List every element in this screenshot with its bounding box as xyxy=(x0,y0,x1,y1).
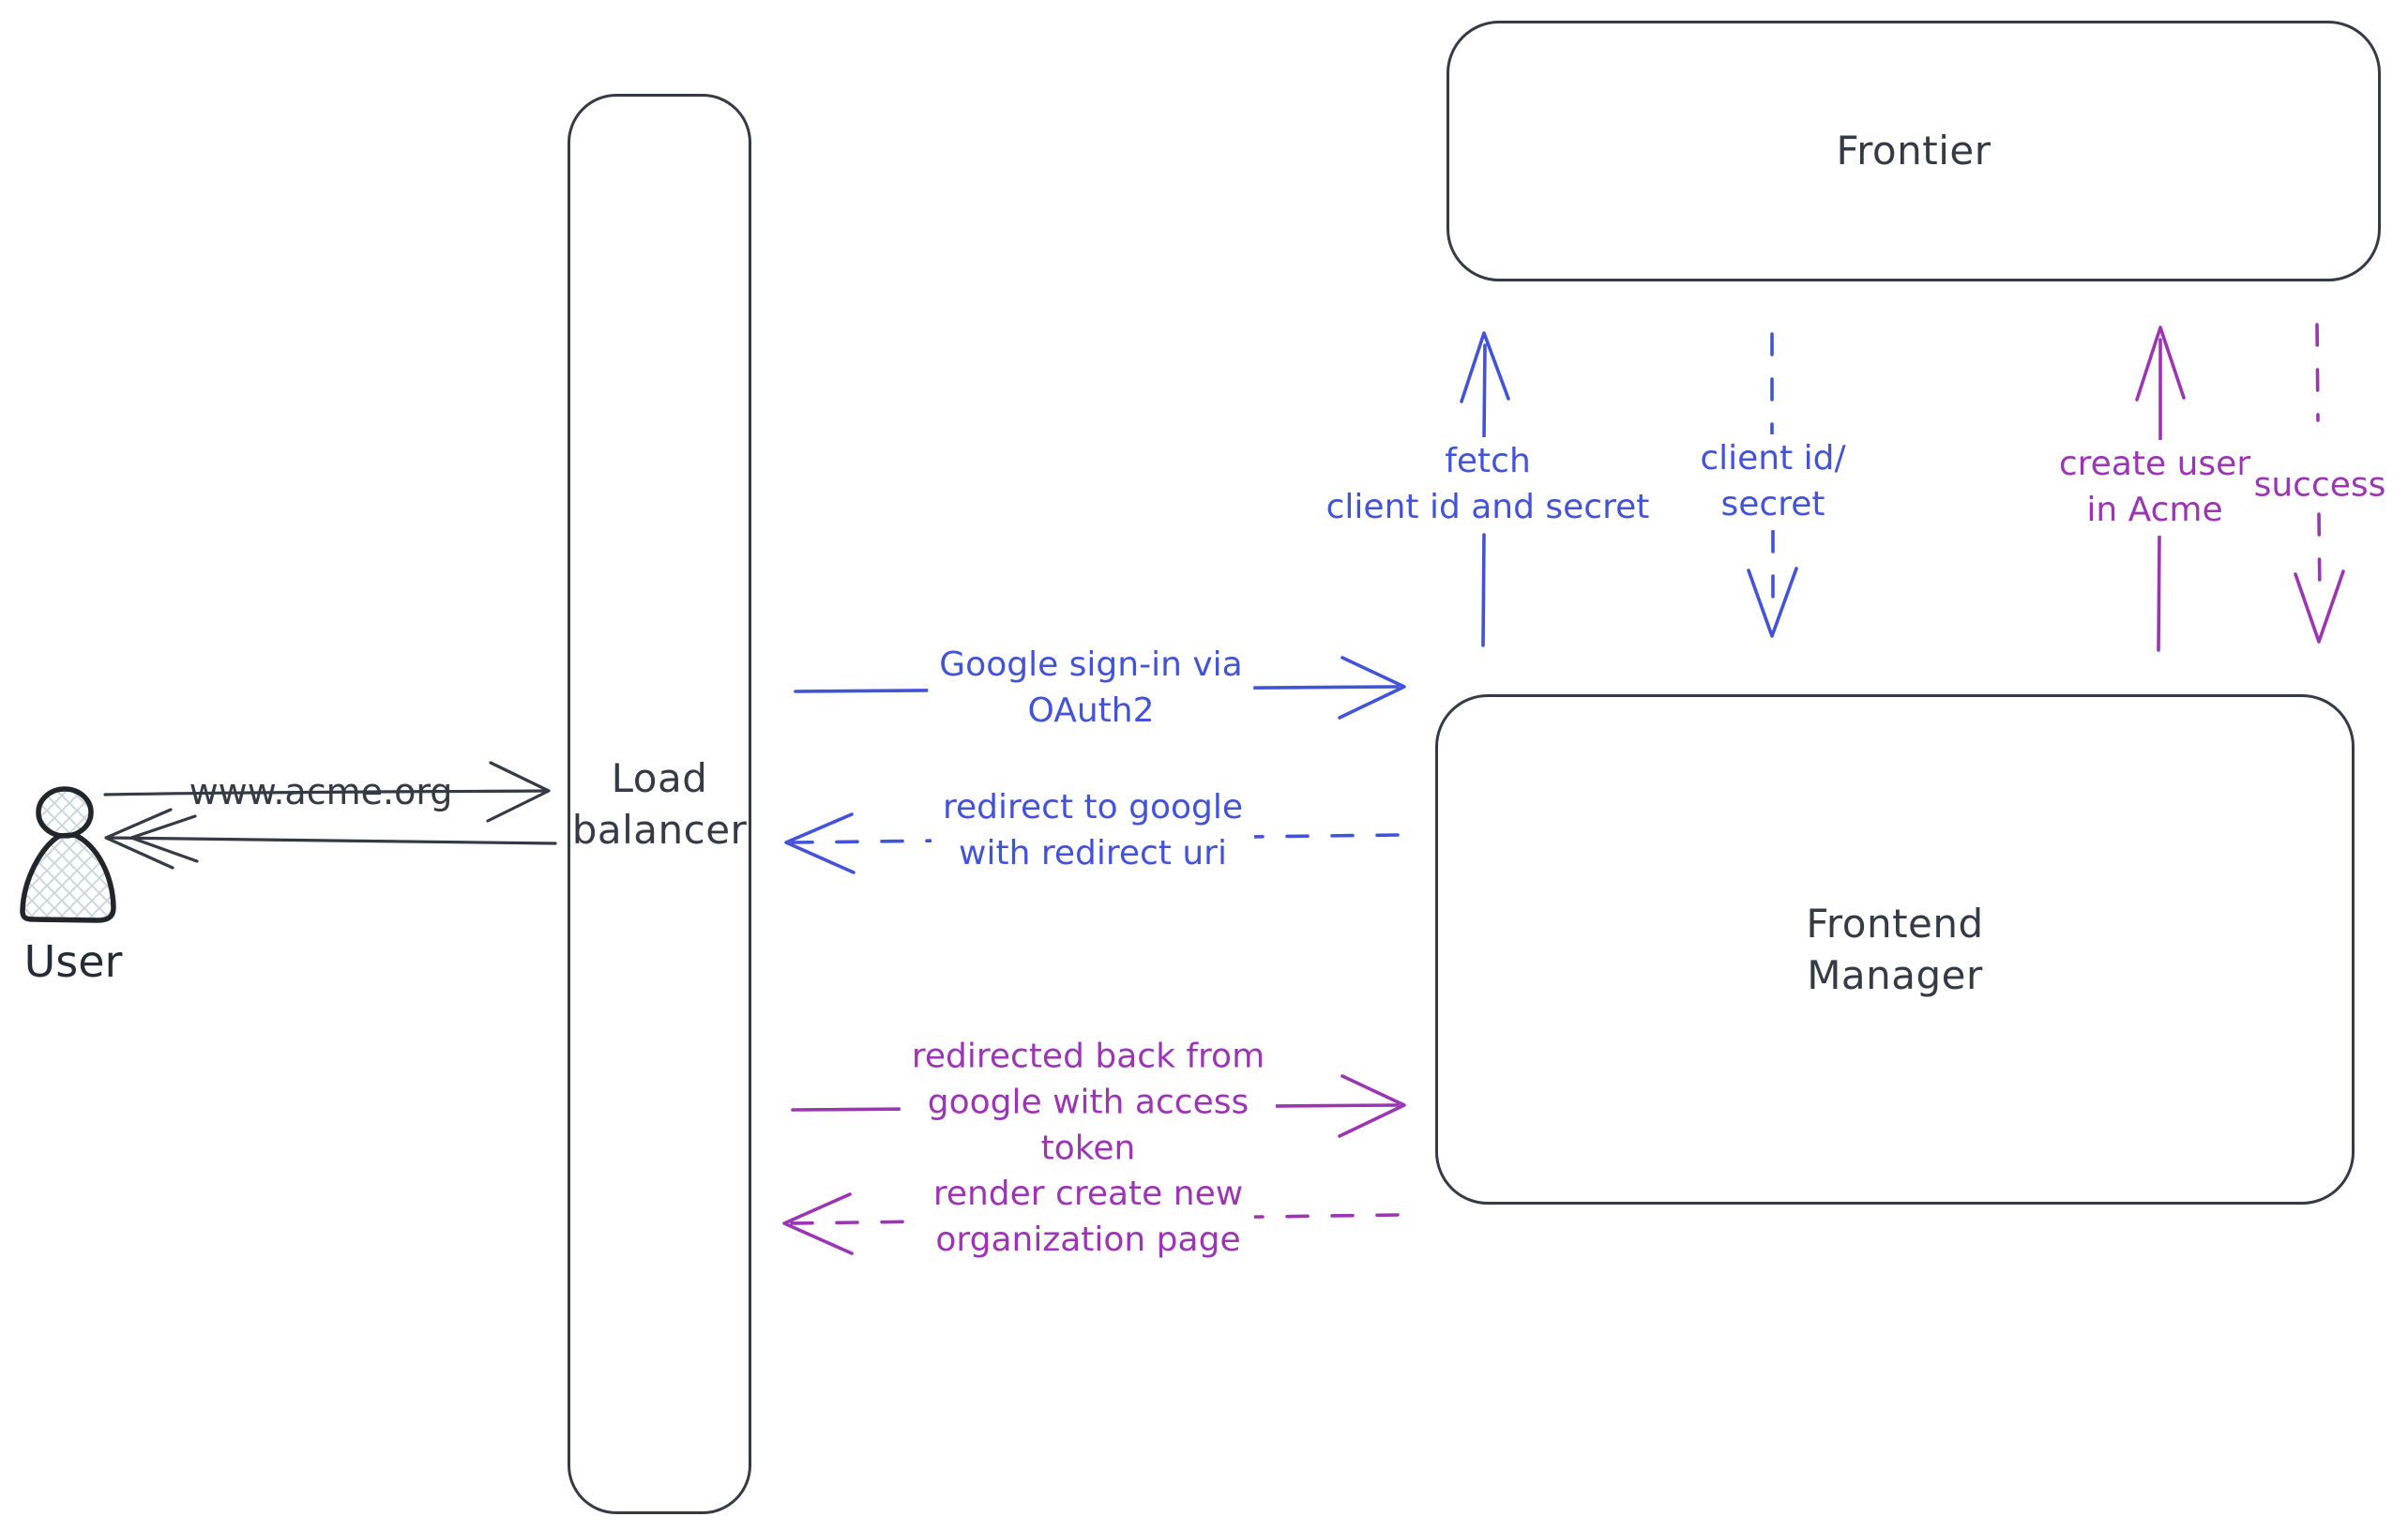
success-label: success xyxy=(2242,461,2398,511)
create-user-arrow xyxy=(2135,326,2186,652)
render-page-arrow xyxy=(782,1192,1400,1255)
success-arrow xyxy=(2294,323,2345,644)
google-signin-label: Google sign-in via OAuth2 xyxy=(928,641,1254,736)
frontend-manager-box: Frontend Manager xyxy=(1435,694,2355,1205)
redirect-google-label: redirect to google with redirect uri xyxy=(931,783,1255,879)
load-balancer-box: Load balancer xyxy=(568,94,751,1514)
user-icon xyxy=(20,786,116,923)
client-id-secret-label: client id/ secret xyxy=(1689,434,1857,530)
www-acme-arrow xyxy=(103,761,551,823)
user-label: User xyxy=(23,936,123,987)
create-user-label: create user in Acme xyxy=(2047,440,2263,536)
redirect-google-arrow xyxy=(784,812,1400,874)
lb-to-user-arrow xyxy=(104,808,557,870)
frontend-manager-label: Frontend Manager xyxy=(1806,900,1984,998)
fetch-secret-label: fetch client id and secret xyxy=(1314,437,1661,533)
client-id-secret-arrow xyxy=(1747,332,1798,638)
frontier-label: Frontier xyxy=(1836,128,1992,174)
render-page-label: render create new organization page xyxy=(921,1170,1255,1266)
frontier-box: Frontier xyxy=(1446,21,2381,281)
redirected-back-label: redirected back from google with access … xyxy=(900,1032,1277,1175)
www-acme-label: www.acme.org xyxy=(189,771,453,813)
load-balancer-label: Load balancer xyxy=(571,754,748,853)
fetch-secret-arrow xyxy=(1460,331,1510,647)
